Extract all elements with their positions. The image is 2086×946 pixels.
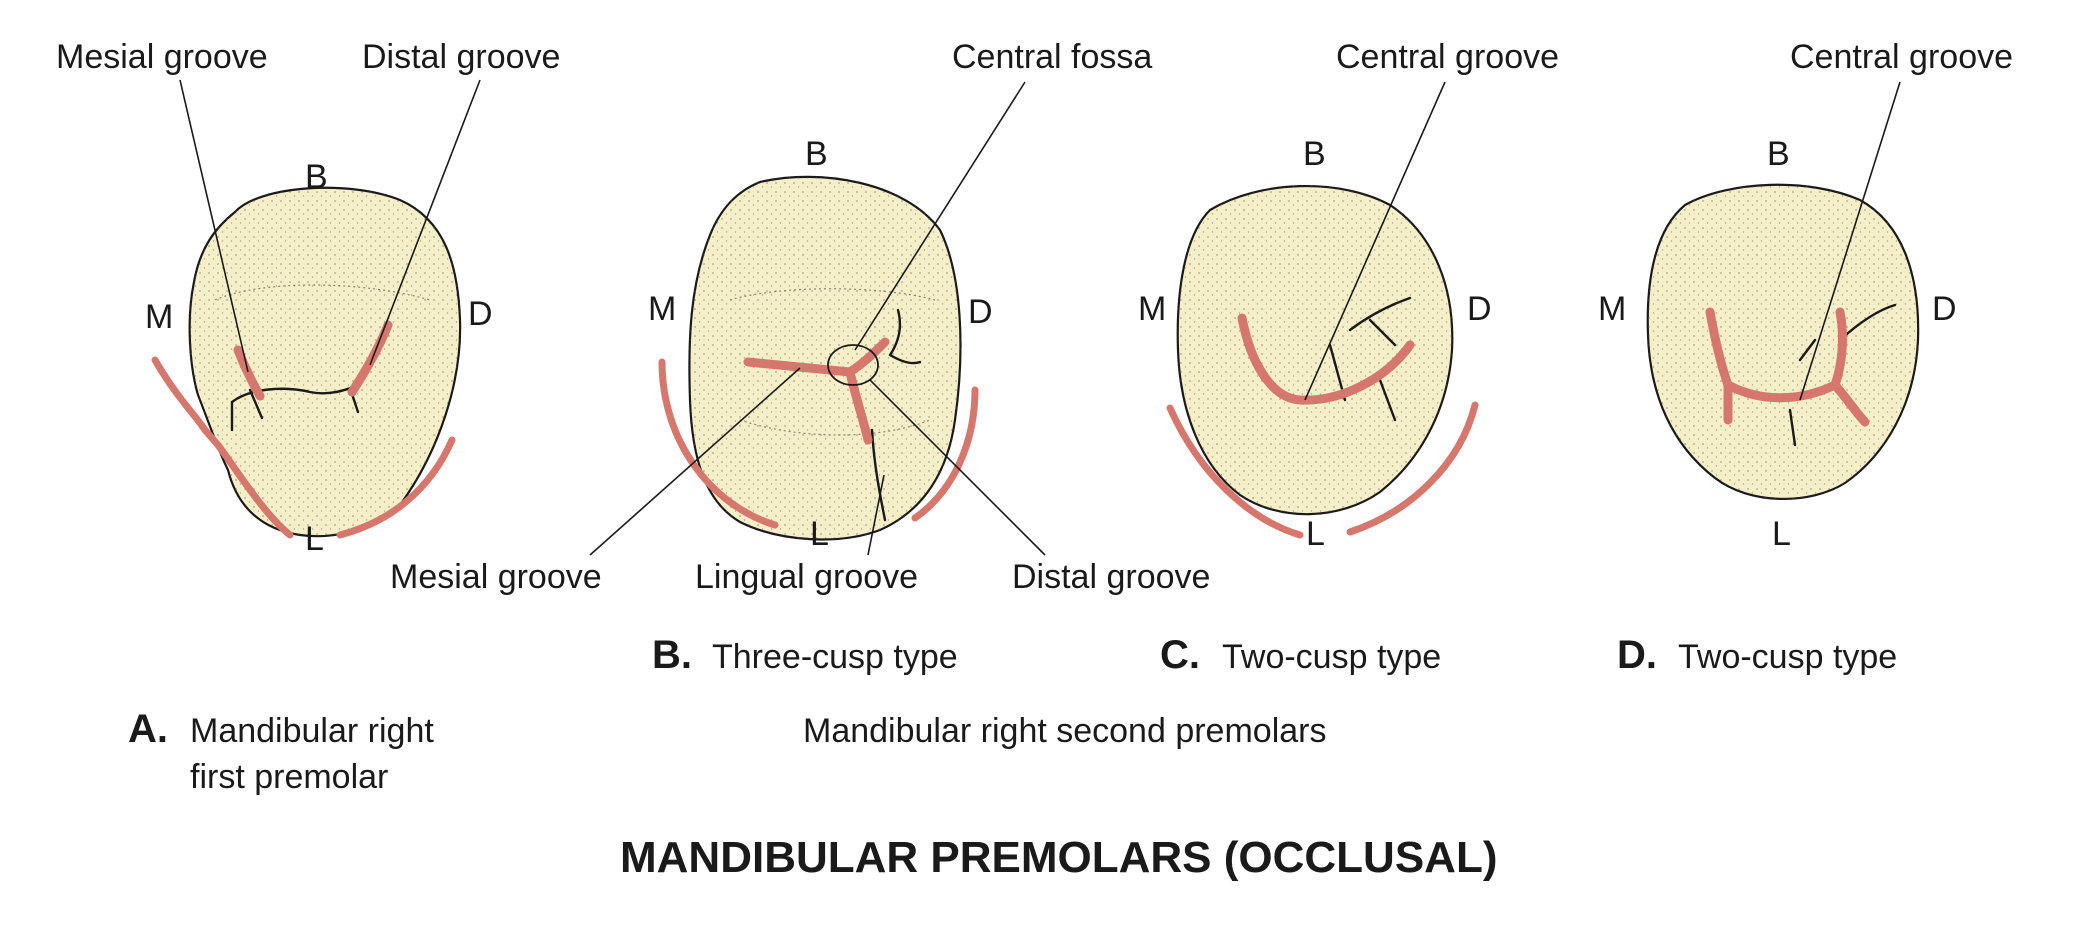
- caption-b-text: Three-cusp type: [712, 638, 958, 676]
- leader-c-central-groove: [1304, 81, 1446, 401]
- panel-d: Central groove B M D L: [1598, 38, 2013, 553]
- ori-a-m: M: [145, 298, 173, 336]
- caption-a-line2: first premolar: [190, 758, 388, 796]
- lingual-arc-c: [1166, 401, 1479, 539]
- ori-d-l: L: [1772, 515, 1791, 553]
- tooth-b-crack: [870, 308, 922, 522]
- ori-d-d: D: [1932, 290, 1957, 328]
- leader-b-lingual: [867, 474, 885, 556]
- label-d-central-groove: Central groove: [1790, 38, 2013, 76]
- panel-b: Central fossa Mesial groove Lingual groo…: [390, 38, 1210, 596]
- ori-a-b: B: [305, 158, 328, 196]
- caption-d-letter: D.: [1617, 633, 1657, 677]
- ori-c-b: B: [1303, 135, 1326, 173]
- ori-a-d: D: [468, 295, 493, 333]
- mesial-groove-a: [233, 345, 265, 401]
- leader-b-mesial: [589, 367, 801, 556]
- panel-captions: B. Three-cusp type C. Two-cusp type D. T…: [128, 633, 1897, 796]
- caption-a-letter: A.: [128, 707, 168, 751]
- lingual-groove-b: [845, 367, 873, 445]
- ori-b-l: L: [810, 515, 829, 553]
- label-c-central-groove: Central groove: [1336, 38, 1559, 76]
- ori-a-l: L: [305, 520, 324, 558]
- ori-c-d: D: [1467, 290, 1492, 328]
- label-b-central-fossa: Central fossa: [952, 38, 1152, 76]
- ori-d-b: B: [1767, 135, 1790, 173]
- tooth-d-stipple: [1647, 184, 1919, 499]
- central-groove-d: [1705, 307, 1870, 427]
- leader-d-central-groove: [1799, 81, 1901, 401]
- tooth-a-crack: [230, 383, 362, 432]
- caption-a-line1: Mandibular right: [190, 712, 434, 750]
- label-b-distal-groove: Distal groove: [1012, 558, 1210, 596]
- ori-c-l: L: [1306, 515, 1325, 553]
- tooth-c-stipple: [1177, 186, 1453, 515]
- tooth-a-stipple: [189, 187, 461, 537]
- label-a-mesial-groove: Mesial groove: [56, 38, 268, 76]
- caption-b-letter: B.: [652, 633, 692, 677]
- lingual-arc-b-mesial: [658, 358, 779, 529]
- group-caption: Mandibular right second premolars: [803, 712, 1326, 750]
- mesial-groove-b: [743, 357, 855, 377]
- caption-c-letter: C.: [1160, 633, 1200, 677]
- tooth-b-ridge: [729, 288, 936, 436]
- figure-title: MANDIBULAR PREMOLARS (OCCLUSAL): [620, 833, 1498, 882]
- tooth-a-ridge: [214, 284, 431, 301]
- ori-c-m: M: [1138, 290, 1166, 328]
- leader-a-mesial: [179, 79, 249, 373]
- label-b-mesial-groove: Mesial groove: [390, 558, 602, 596]
- lingual-arc-a-distal: [336, 436, 456, 539]
- ori-b-b: B: [805, 135, 828, 173]
- leader-a-distal: [369, 79, 481, 366]
- lingual-arc-b-distal: [911, 386, 979, 522]
- tooth-c-crack: [1328, 296, 1412, 422]
- label-a-distal-groove: Distal groove: [362, 38, 560, 76]
- central-fossa-circle: [827, 344, 879, 386]
- caption-d-text: Two-cusp type: [1678, 638, 1897, 676]
- tooth-b-stipple: [689, 176, 961, 540]
- lingual-arc-a-mesial: [151, 356, 294, 539]
- panel-a: Mesial groove Distal groove B M D L: [56, 38, 560, 558]
- label-b-lingual-groove: Lingual groove: [695, 558, 918, 596]
- ori-d-m: M: [1598, 290, 1626, 328]
- ori-b-m: M: [648, 290, 676, 328]
- leader-b-central-fossa: [854, 81, 1026, 351]
- central-groove-c: [1237, 313, 1415, 405]
- panel-c: Central groove B M D L: [1138, 38, 1559, 553]
- leader-b-distal: [869, 379, 1046, 556]
- ori-b-d: D: [968, 293, 993, 331]
- caption-c-text: Two-cusp type: [1222, 638, 1441, 676]
